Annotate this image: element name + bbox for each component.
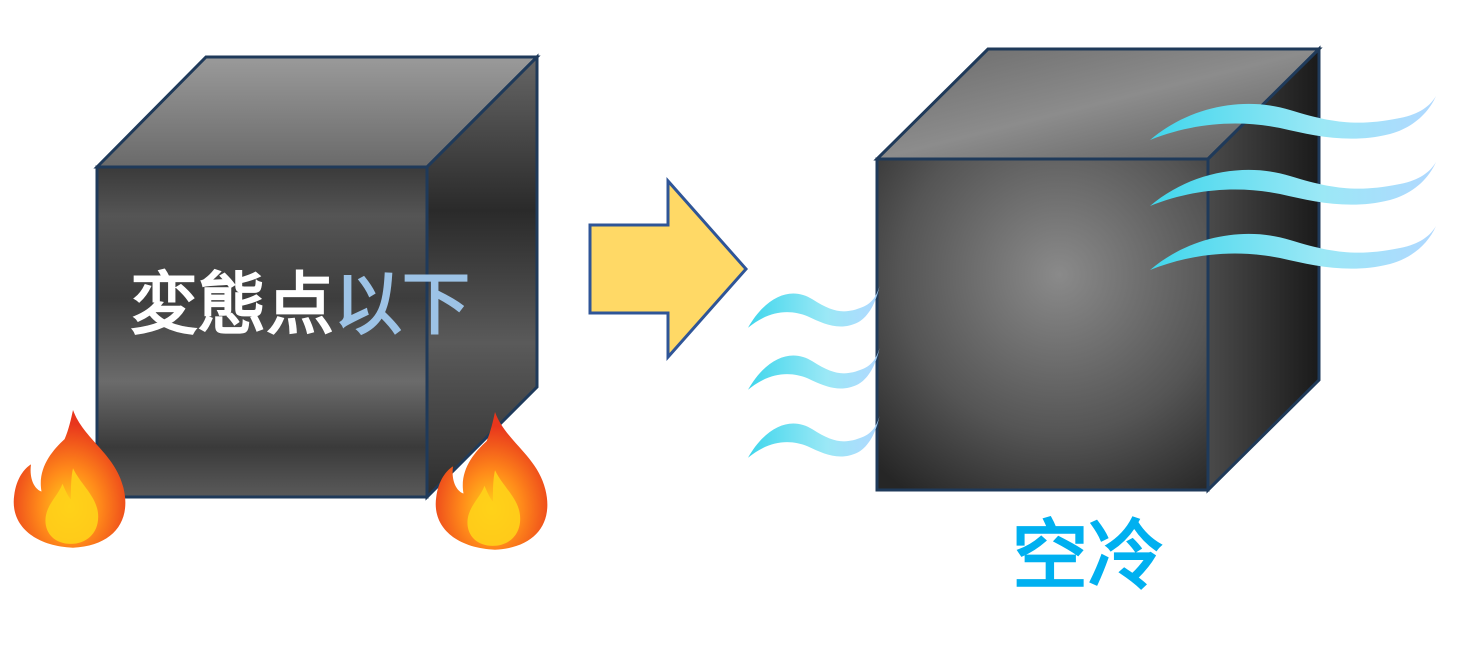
hot-cube-label-part1: 変態点 (130, 266, 334, 345)
wind-wave-icon (748, 416, 880, 458)
wind-wave-icon (748, 348, 880, 390)
right-arrow-icon (588, 177, 749, 361)
wind-wave-icon (748, 286, 880, 328)
hot-cube-label-part2: 以下 (334, 266, 470, 345)
cooled-cube (873, 45, 1323, 494)
cooled-cube-caption: 空冷 (1012, 511, 1164, 600)
hot-cube-front-face (95, 165, 429, 499)
hot-cube (93, 53, 541, 501)
air-flow-left (748, 286, 880, 458)
hot-cube-label: 変態点以下 (130, 266, 470, 345)
cooled-cube-front-face (875, 157, 1210, 492)
